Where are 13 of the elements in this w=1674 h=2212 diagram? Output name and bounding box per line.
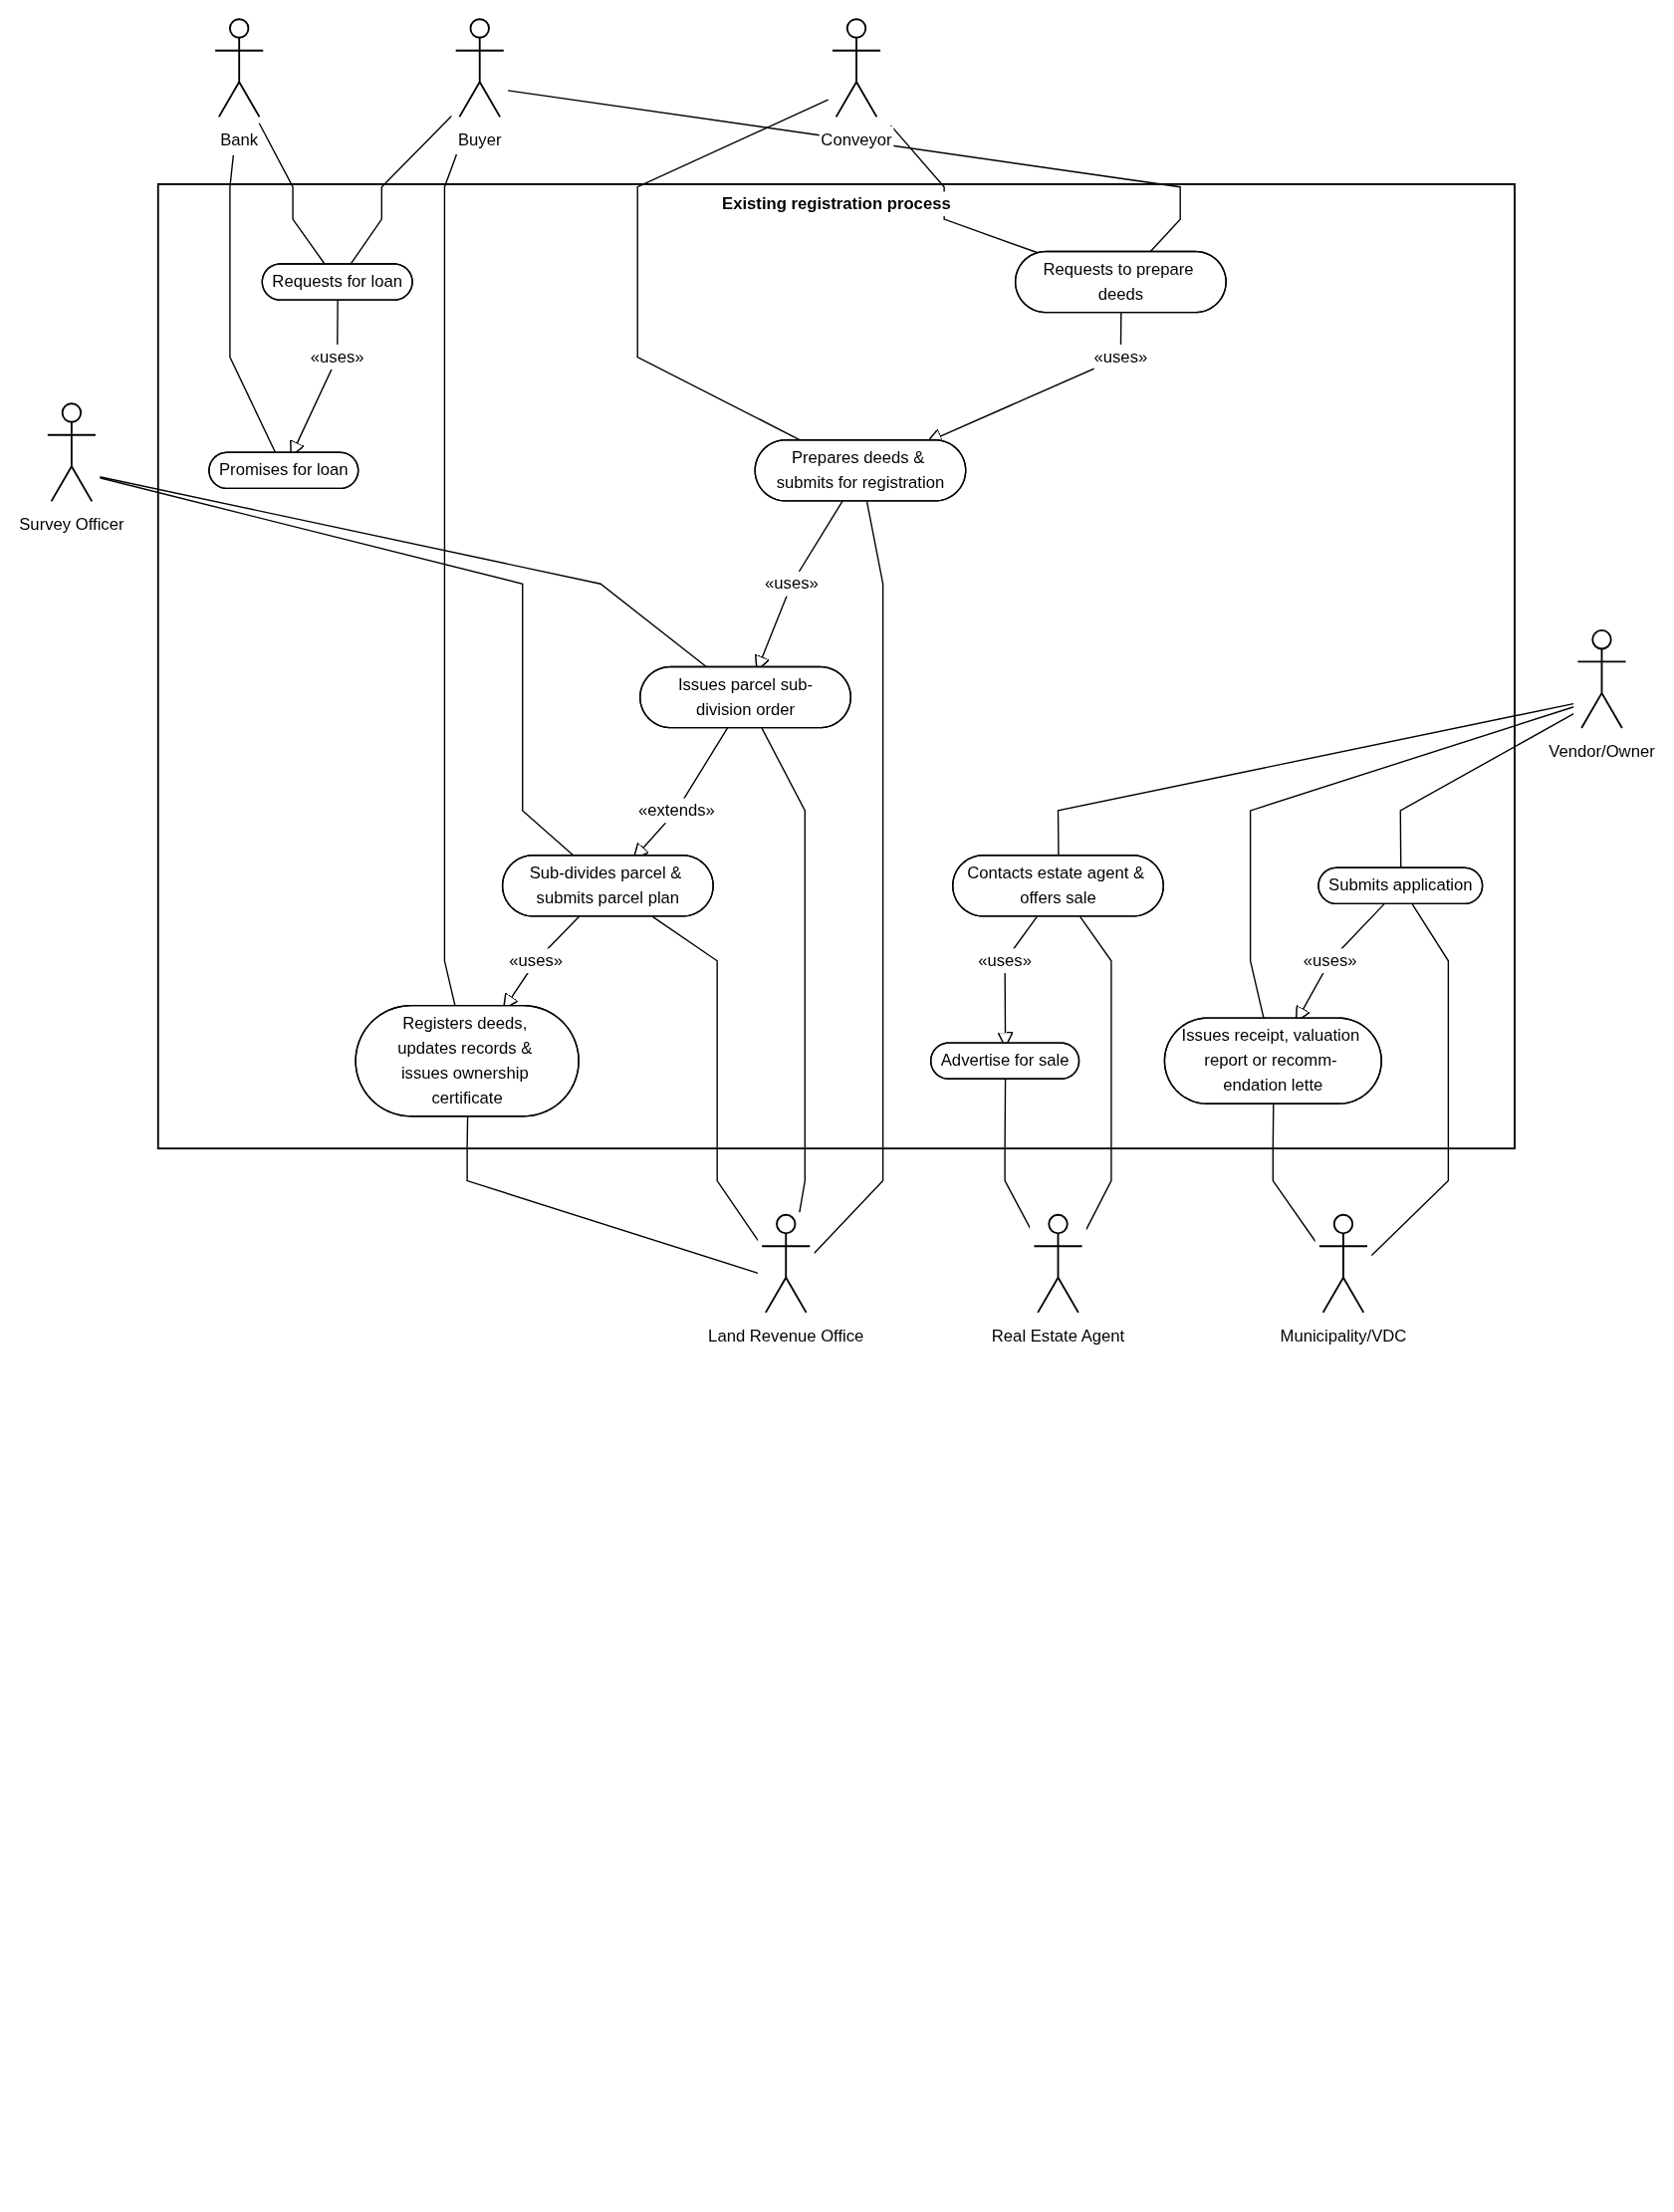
edge-label: «uses» xyxy=(765,574,819,593)
node-text: Municipality/VDC xyxy=(1280,1326,1407,1346)
edge-label: «extends» xyxy=(637,801,715,820)
edge-label: «uses» xyxy=(1303,951,1357,970)
edge-label: «uses» xyxy=(978,951,1032,970)
node-text: Conveyor xyxy=(821,130,892,149)
node-text: Real Estate Agent xyxy=(991,1326,1125,1346)
node-text: Land Revenue Office xyxy=(708,1326,864,1346)
node-text: Vendor/Owner xyxy=(1549,741,1655,761)
edge-label: «uses» xyxy=(509,951,564,970)
edge-label: «uses» xyxy=(1093,347,1148,367)
edge-label: «uses» xyxy=(310,347,364,367)
node-text: Buyer xyxy=(457,130,502,149)
